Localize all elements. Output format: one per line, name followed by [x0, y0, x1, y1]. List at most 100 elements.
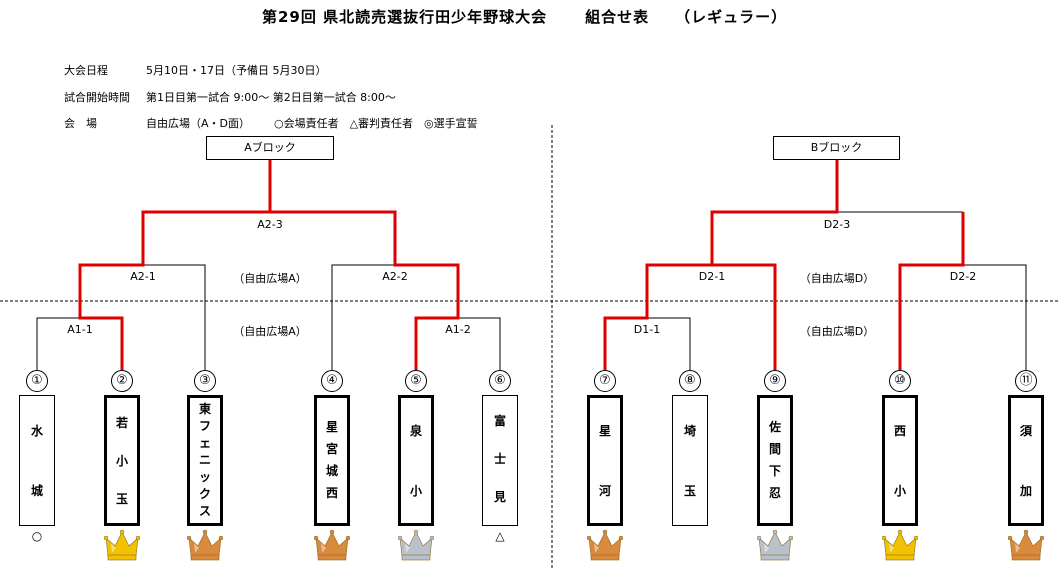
winner-path — [603, 160, 839, 370]
team-name-char: 星 — [325, 420, 338, 434]
info-label: 大会日程 — [64, 64, 108, 77]
crown-icon — [882, 529, 918, 561]
team-name-char: 忍 — [768, 486, 781, 500]
info-venue: 会 場 自由広場（A・D面） ○会場責任者 △審判責任者 ◎選手宣誓 — [64, 115, 478, 131]
team-name-char: 下 — [768, 464, 781, 478]
team-number: ⑧ — [679, 370, 701, 392]
team-name-char: 泉 — [409, 424, 422, 438]
info-legend: ○会場責任者 △審判責任者 ◎選手宣誓 — [274, 117, 478, 130]
team-name-char: 城 — [30, 484, 43, 498]
team-box-izumi: 泉 小 — [398, 395, 434, 526]
team-name-char: 宮 — [325, 442, 338, 456]
team-number: ⑦ — [594, 370, 616, 392]
team-name-char: 玉 — [683, 484, 696, 498]
title-tournament: 県北読売選抜行田少年野球大会 — [323, 8, 548, 26]
match-label-d2-2: D2-2 — [949, 270, 977, 283]
team-box-suka: 須 加 — [1008, 395, 1044, 526]
umpire-manager-mark: △ — [495, 529, 505, 543]
team-name-char: 見 — [493, 490, 506, 504]
crown-icon — [1008, 529, 1044, 561]
team-box-wakashougyoku: 若 小 玉 — [104, 395, 140, 526]
thin-lines — [36, 211, 1027, 370]
team-name-char: 間 — [768, 442, 781, 456]
bracket-line — [331, 264, 395, 370]
match-label-a2-3: A2-3 — [257, 218, 283, 231]
team-name-char: ク — [198, 487, 211, 501]
match-label-a1-2: A1-2 — [445, 323, 471, 336]
venue-manager-mark: ○ — [31, 529, 43, 543]
team-number: ② — [111, 370, 133, 392]
winner-path — [78, 160, 272, 370]
team-name-char: ェ — [198, 436, 211, 450]
bracket-line — [458, 317, 501, 370]
team-name-char: 東 — [198, 402, 211, 416]
winner-lines — [78, 160, 965, 370]
team-name-char: 加 — [1019, 484, 1032, 498]
match-label-d2-1: D2-1 — [698, 270, 726, 283]
team-name-char: ニ — [198, 453, 211, 467]
page-title: 第29回 県北読売選抜行田少年野球大会組合せ表（レギュラー） — [262, 6, 787, 27]
match-label-d1-1: D1-1 — [633, 323, 661, 336]
venue-label: （自由広場D） — [799, 325, 875, 338]
team-name-char: フ — [198, 419, 211, 433]
match-label-a2-2: A2-2 — [382, 270, 408, 283]
info-value: 自由広場（A・D面） — [146, 117, 250, 130]
info-label: 会 場 — [64, 117, 97, 130]
team-box-hoshimiya-josai: 星 宮 城 西 — [314, 395, 350, 526]
team-name-char: ス — [198, 504, 211, 518]
divider-lines — [0, 125, 1060, 568]
team-number: ① — [26, 370, 48, 392]
team-name-char: 須 — [1019, 424, 1032, 438]
team-number: ⑩ — [889, 370, 911, 392]
bracket-line — [143, 264, 206, 370]
team-name-char: 星 — [598, 424, 611, 438]
venue-label: （自由広場D） — [799, 272, 875, 285]
team-box-nishi: 西 小 — [882, 395, 918, 526]
team-name-char: 若 — [115, 416, 128, 430]
team-number: ⑪ — [1015, 370, 1037, 392]
info-label: 試合開始時間 — [64, 91, 130, 104]
team-name-char: 小 — [893, 484, 906, 498]
bracket-line — [647, 317, 691, 370]
team-number: ⑤ — [405, 370, 427, 392]
team-name-char: 埼 — [683, 424, 696, 438]
team-box-saitama: 埼 玉 — [672, 395, 708, 526]
team-name-char: 小 — [115, 454, 128, 468]
bracket-line — [963, 264, 1027, 370]
team-number: ⑨ — [764, 370, 786, 392]
crown-icon — [187, 529, 223, 561]
team-name-char: 士 — [493, 452, 506, 466]
info-value: 第1日目第一試合 9:00～ 第2日目第一試合 8:00～ — [146, 91, 396, 104]
crown-icon — [104, 529, 140, 561]
team-name-char: ッ — [198, 470, 211, 484]
team-box-sama-shimooshi: 佐 間 下 忍 — [757, 395, 793, 526]
venue-label: （自由広場A） — [233, 272, 307, 285]
block-a-box: Aブロック — [206, 136, 334, 160]
winner-path — [898, 212, 965, 370]
crown-icon — [587, 529, 623, 561]
team-name-char: 西 — [325, 486, 338, 500]
team-box-hoshikawa: 星 河 — [587, 395, 623, 526]
crown-icon — [398, 529, 434, 561]
info-start-time: 試合開始時間 第1日目第一試合 9:00～ 第2日目第一試合 8:00～ — [64, 89, 396, 105]
team-name-char: 富 — [493, 414, 506, 428]
crown-icon — [757, 529, 793, 561]
team-number: ④ — [321, 370, 343, 392]
block-b-box: Bブロック — [773, 136, 900, 160]
venue-label: （自由広場A） — [233, 325, 307, 338]
match-label-d2-3: D2-3 — [823, 218, 851, 231]
team-name-char: 河 — [598, 484, 611, 498]
title-edition: 第29回 — [262, 8, 317, 26]
team-name-char: 水 — [30, 424, 43, 438]
match-label-a2-1: A2-1 — [130, 270, 156, 283]
team-box-higashi-phoenix: 東 フ ェ ニ ッ ク ス — [187, 395, 223, 526]
winner-path — [712, 263, 777, 370]
team-name-char: 西 — [893, 424, 906, 438]
team-number: ⑥ — [489, 370, 511, 392]
team-name-char: 小 — [409, 484, 422, 498]
team-name-char: 玉 — [115, 492, 128, 506]
title-category: （レギュラー） — [675, 8, 788, 26]
team-number: ③ — [194, 370, 216, 392]
